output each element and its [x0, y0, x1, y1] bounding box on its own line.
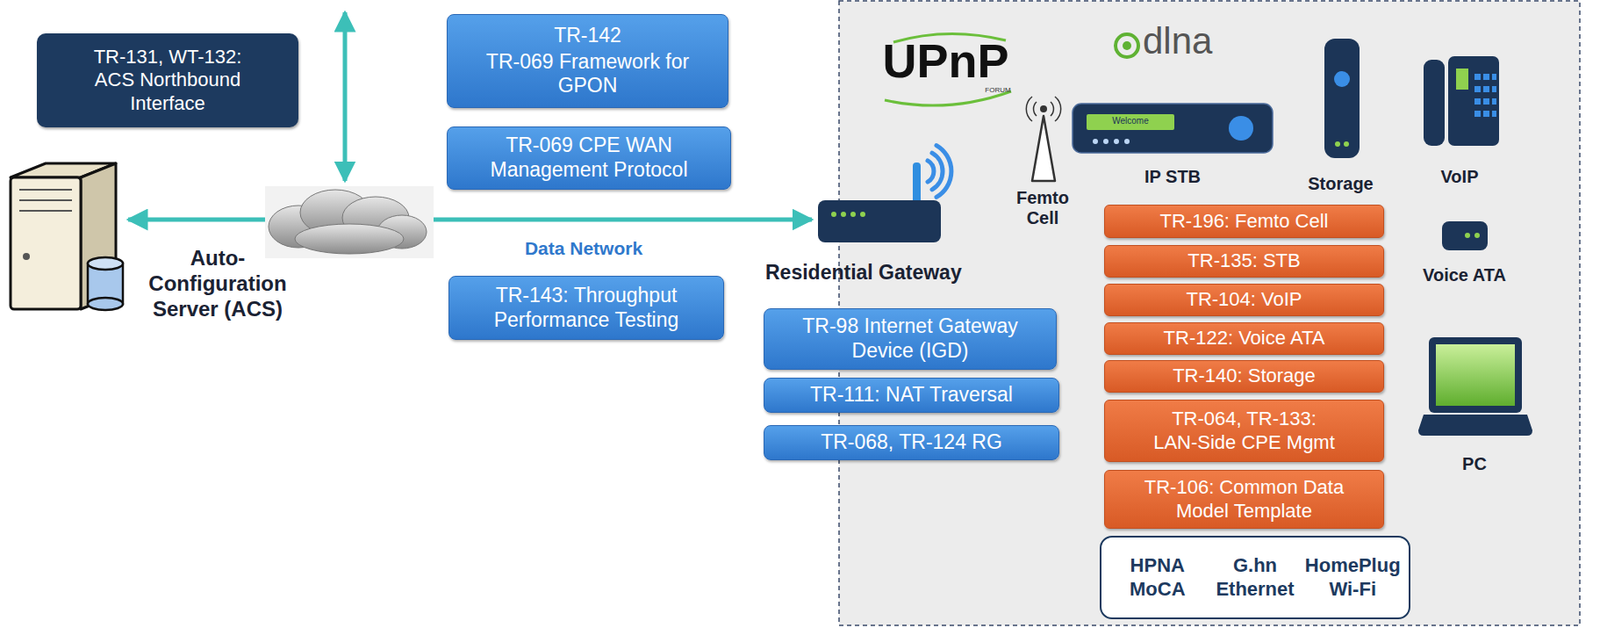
storage-icon — [1324, 38, 1360, 158]
interface-box: TR-131, WT-132: ACS Northbound Interface — [36, 33, 299, 128]
femto-cell-icon — [1026, 96, 1061, 181]
device-standard-box: TR-104: VoIP — [1104, 283, 1385, 316]
northbound-arrow — [343, 12, 348, 181]
box-text: HPNA — [1108, 553, 1206, 577]
device-standard-box: TR-135: STB — [1104, 244, 1385, 278]
device-standard-box: TR-140: Storage — [1104, 359, 1385, 393]
node-caption: Auto-Configuration Server (ACS) — [129, 245, 306, 322]
network-label: Data Network — [491, 237, 676, 259]
network-cloud — [265, 186, 434, 259]
box-text: TR-111: NAT Traversal — [810, 382, 1013, 408]
standard-box: TR-142TR-069 Framework for GPON — [446, 14, 729, 108]
box-text: G.hn — [1205, 553, 1304, 577]
device-label: Voice ATA — [1409, 265, 1520, 286]
device-label: IP STB — [1123, 166, 1222, 187]
device-label: PC — [1443, 453, 1506, 474]
voip-phone-icon — [1423, 56, 1500, 146]
display-text: Welcome — [1086, 115, 1175, 127]
standard-box: TR-111: NAT Traversal — [763, 377, 1060, 413]
device-standard-box: TR-122: Voice ATA — [1104, 322, 1385, 355]
device-standard-box: TR-196: Femto Cell — [1104, 204, 1385, 238]
box-text: Ethernet — [1205, 577, 1304, 601]
network-link-arrow — [128, 217, 812, 223]
box-text: TR-143: Throughput Performance Testing — [463, 283, 710, 332]
box-text: TR-069 CPE WAN Management Protocol — [466, 133, 712, 182]
device-label: Storage — [1290, 173, 1392, 194]
home-network-media-box: HPNAG.hnHomePlugMoCAEthernetWi-Fi — [1099, 535, 1411, 619]
box-text: HomePlug — [1304, 553, 1402, 577]
box-text: TR-069 Framework for GPON — [465, 50, 711, 99]
box-text: Wi-Fi — [1304, 577, 1402, 601]
server-icon — [10, 163, 123, 310]
device-standard-box: TR-064, TR-133: LAN-Side CPE Mgmt — [1104, 399, 1385, 462]
box-text: TR-064, TR-133: LAN-Side CPE Mgmt — [1150, 407, 1339, 454]
router-icon — [817, 145, 952, 243]
laptop-icon — [1418, 337, 1533, 436]
logo-text: FORUM — [975, 86, 1020, 94]
box-text: TR-98 Internet Gateway Device (IGD) — [778, 314, 1042, 363]
stb-icon — [1072, 103, 1273, 153]
box-text: TR-196: Femto Cell — [1160, 209, 1329, 233]
box-text: TR-122: Voice ATA — [1163, 326, 1326, 350]
voice-ata-icon — [1442, 221, 1488, 251]
gateway-node: Residential Gateway — [811, 153, 962, 249]
box-text: TR-106: Common Data Model Template — [1134, 475, 1355, 523]
standard-box: TR-98 Internet Gateway Device (IGD) — [763, 308, 1057, 370]
logo-text: UPnP — [873, 36, 1019, 85]
device-label: Femto Cell — [1007, 187, 1078, 229]
standard-box: TR-069 CPE WAN Management Protocol — [446, 126, 732, 190]
box-text: TR-142 — [553, 23, 622, 49]
server-node: Auto-Configuration Server (ACS) — [5, 156, 129, 316]
box-text: TR-068, TR-124 RG — [820, 430, 1003, 455]
standard-box: TR-143: Throughput Performance Testing — [448, 275, 725, 340]
box-text: TR-104: VoIP — [1185, 287, 1302, 311]
box-text: TR-135: STB — [1187, 249, 1300, 273]
dlna-logo — [1115, 34, 1139, 58]
node-caption: Residential Gateway — [765, 260, 1003, 286]
device-label: VoIP — [1420, 166, 1500, 187]
box-text: TR-140: Storage — [1172, 364, 1316, 388]
box-text: MoCA — [1108, 577, 1206, 601]
standard-box: TR-068, TR-124 RG — [763, 424, 1060, 460]
logo-text: dlna — [1142, 22, 1240, 60]
device-standard-box: TR-106: Common Data Model Template — [1104, 469, 1385, 529]
box-text: TR-131, WT-132: ACS Northbound Interface — [78, 45, 259, 115]
